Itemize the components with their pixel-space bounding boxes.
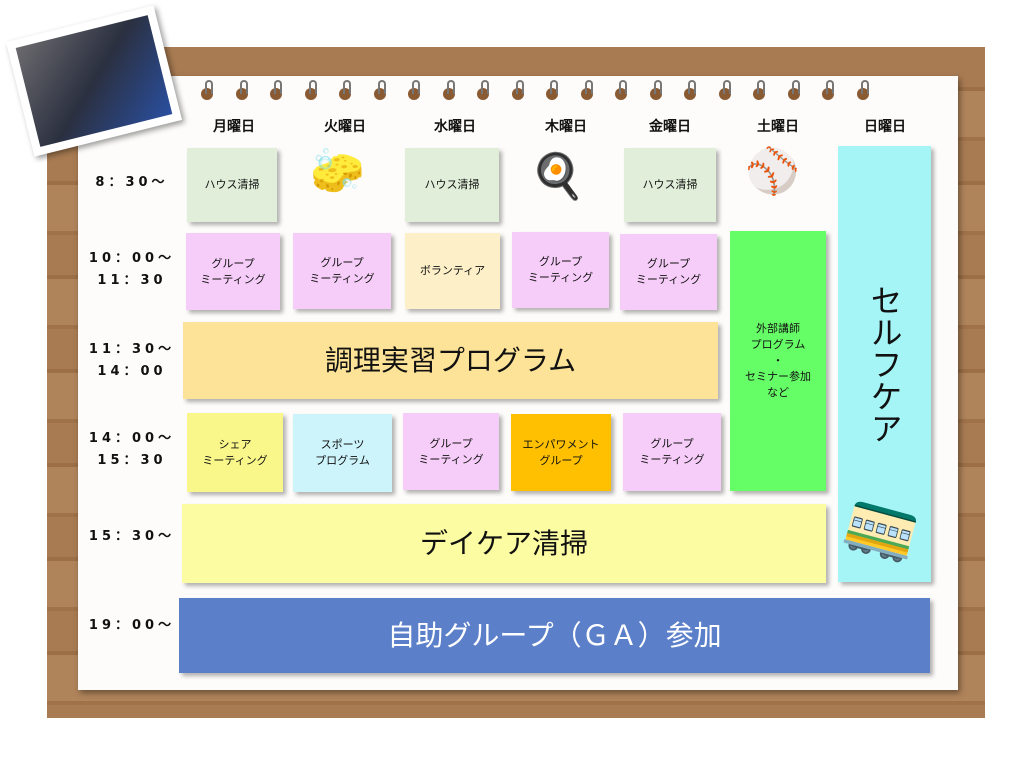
binder-ring xyxy=(856,80,870,102)
time-1130: 11：30～ xyxy=(88,342,176,357)
thu-empowerment-group: エンパワメント グループ xyxy=(511,414,611,491)
fri-group-meeting: グループ ミーティング xyxy=(620,234,717,310)
binder-ring xyxy=(200,80,214,102)
wed-house-cleaning: ハウス清掃 xyxy=(405,148,499,222)
mon-share-meeting: シェア ミーティング xyxy=(187,413,283,492)
binder-ring xyxy=(511,80,525,102)
binder-ring xyxy=(683,80,697,102)
binder-ring xyxy=(442,80,456,102)
binder-ring xyxy=(718,80,732,102)
binder-ring xyxy=(649,80,663,102)
sunday-self-care: セルフケア xyxy=(838,146,931,582)
time-1130-end: 11：30 xyxy=(97,273,167,288)
binder-ring xyxy=(580,80,594,102)
binder-ring xyxy=(407,80,421,102)
day-monday: 月曜日 xyxy=(213,119,255,135)
binder-ring xyxy=(235,80,249,102)
cleaning-illustration: 🧽 xyxy=(310,146,365,197)
baseball-illustration: ⚾ xyxy=(745,146,800,197)
day-friday: 金曜日 xyxy=(649,119,691,135)
binder-ring xyxy=(373,80,387,102)
saturday-external-program: 外部講師 プログラム ・ セミナー参加 など xyxy=(730,231,826,491)
cooking-program: 調理実習プログラム xyxy=(183,322,718,399)
time-1530-end: 15：30 xyxy=(97,453,167,468)
tue-sports-program: スポーツ プログラム xyxy=(293,414,392,492)
binder-ring xyxy=(338,80,352,102)
time-1400-end: 14：00 xyxy=(97,364,167,379)
fri-group-meeting-2: グループ ミーティング xyxy=(623,413,721,491)
self-help-group-ga: 自助グループ（ＧＡ）参加 xyxy=(179,598,930,673)
wed-group-meeting: グループ ミーティング xyxy=(403,413,499,490)
binder-ring xyxy=(821,80,835,102)
day-thursday: 木曜日 xyxy=(545,119,587,135)
binder-ring xyxy=(787,80,801,102)
time-1000: 10：00～ xyxy=(88,251,176,266)
day-wednesday: 水曜日 xyxy=(434,119,476,135)
binder-ring xyxy=(476,80,490,102)
time-1400: 14：00～ xyxy=(88,431,176,446)
daycare-cleaning: デイケア清掃 xyxy=(182,504,826,583)
breakfast-illustration: 🍳 xyxy=(530,151,585,202)
tue-group-meeting: グループ ミーティング xyxy=(293,233,391,309)
binder-ring xyxy=(545,80,559,102)
time-1900: 19：00～ xyxy=(88,618,176,633)
fri-house-cleaning: ハウス清掃 xyxy=(624,148,716,222)
binder-ring xyxy=(304,80,318,102)
day-saturday: 土曜日 xyxy=(757,119,799,135)
train-illustration: 🚃 xyxy=(837,481,928,569)
mon-house-cleaning: ハウス清掃 xyxy=(187,148,277,222)
thu-group-meeting: グループ ミーティング xyxy=(512,232,609,308)
mon-group-meeting: グループ ミーティング xyxy=(186,233,280,310)
binder-ring xyxy=(614,80,628,102)
time-1530: 15：30～ xyxy=(88,529,176,544)
binder-ring xyxy=(269,80,283,102)
time-0830: 8：30～ xyxy=(95,175,169,190)
day-sunday: 日曜日 xyxy=(864,119,906,135)
binder-ring xyxy=(752,80,766,102)
day-tuesday: 火曜日 xyxy=(324,119,366,135)
wed-volunteer: ボランティア xyxy=(405,233,500,309)
